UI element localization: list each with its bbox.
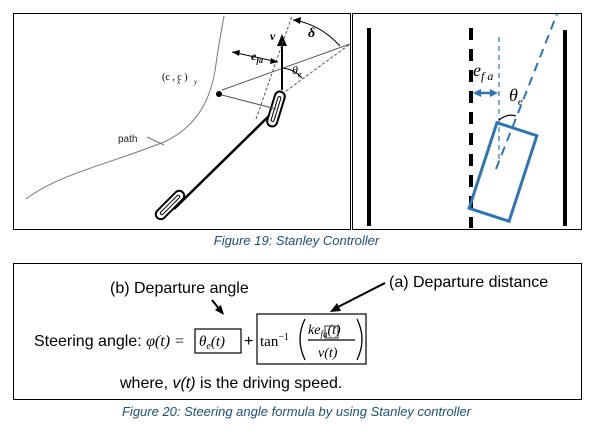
delta-arc	[292, 19, 341, 47]
theta-arc	[281, 67, 303, 79]
efa-label: efa	[251, 49, 263, 65]
nearest-point-label: (c , c )	[162, 72, 188, 83]
angle-arrowhead	[215, 305, 224, 315]
formula-panel: (b) Departure angle (a) Departure distan…	[13, 263, 582, 400]
efa-head-right	[270, 58, 278, 64]
numerator-sub-box	[324, 325, 339, 339]
efa-label-right: ef a	[473, 60, 493, 83]
path-label: path	[118, 134, 137, 145]
stanley-left-panel: path v δ θe	[13, 13, 351, 230]
tan-text: tan−1	[260, 332, 289, 350]
distance-arrowhead	[330, 303, 341, 312]
stanley-left-diagram: path v δ θe	[25, 15, 351, 221]
where-text: where, v(t) is the driving speed.	[119, 375, 342, 392]
theta-label: θe	[292, 63, 302, 79]
steering-angle-label: Steering angle: φ(t) =	[34, 333, 185, 350]
point-sub-x: x	[176, 78, 181, 86]
velocity-label: v	[270, 29, 276, 43]
heading-extension	[221, 43, 351, 91]
theta-box	[194, 328, 242, 354]
vehicle-heading-dashed	[495, 13, 558, 170]
nearest-point-line	[217, 93, 277, 110]
formula-diagram: (b) Departure angle (a) Departure distan…	[34, 274, 548, 392]
vehicle-rect	[467, 120, 539, 224]
departure-distance-label: (a) Departure distance	[389, 274, 548, 291]
denominator-text: v(t)	[318, 346, 338, 361]
heading-dashed	[281, 43, 351, 95]
stanley-right-panel: θe ef a	[352, 13, 582, 230]
velocity-arrowhead	[277, 34, 287, 46]
vehicle-body	[173, 108, 277, 210]
theta-label-right: θe	[509, 85, 523, 108]
path-tangent-dashed	[255, 15, 293, 120]
point-sub-y: y	[193, 78, 198, 86]
efa-head-left	[232, 50, 240, 56]
path-curve	[25, 15, 225, 200]
efa-dimension	[231, 51, 279, 63]
efa-right-head-right	[490, 89, 498, 97]
figure19-caption: Figure 19: Stanley Controller	[213, 233, 380, 248]
theta-box-text: θe(t)	[199, 334, 225, 352]
fraction-box	[256, 313, 367, 365]
departure-angle-label: (b) Departure angle	[110, 280, 249, 297]
numerator-text: kefa(t)	[308, 323, 341, 339]
delta-arc-head	[293, 17, 301, 24]
delta-label: δ	[308, 26, 315, 41]
figure20-caption: Figure 20: Steering angle formula by usi…	[121, 404, 472, 419]
path-leader	[146, 136, 165, 146]
efa-right-head-left	[473, 89, 481, 97]
stanley-right-diagram: θe ef a	[367, 13, 567, 228]
rear-wheel	[154, 189, 186, 221]
plus-sign: +	[244, 333, 253, 350]
nearest-point-marker	[216, 91, 222, 97]
left-paren	[299, 318, 306, 361]
right-paren	[356, 318, 363, 361]
theta-arc-right	[498, 114, 517, 121]
distance-arrow	[335, 282, 386, 309]
